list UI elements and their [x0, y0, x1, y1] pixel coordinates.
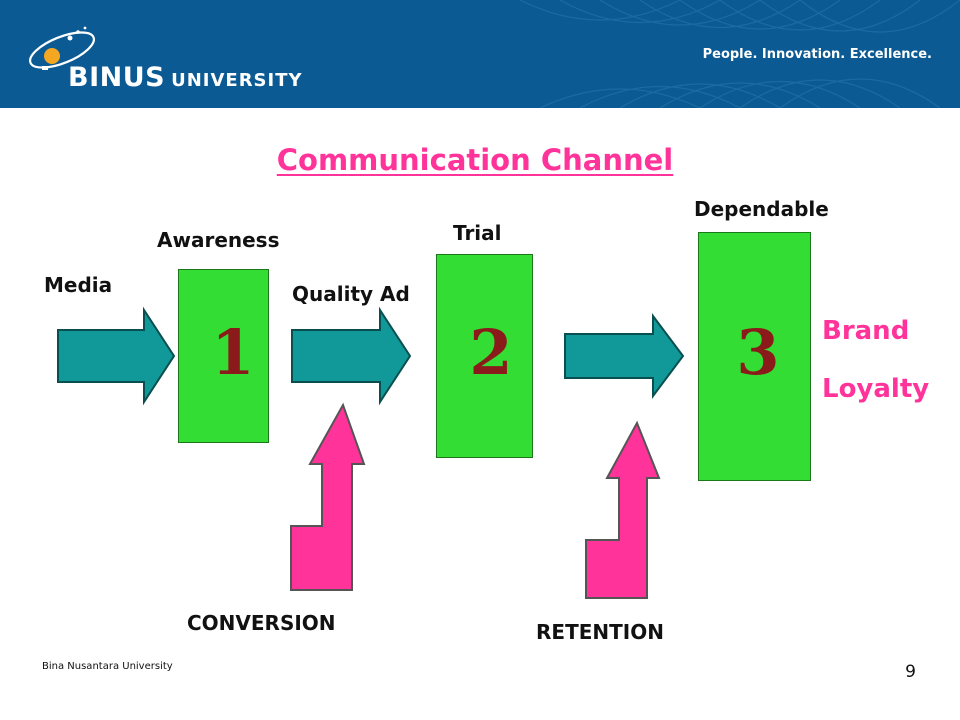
- binus-logo-icon: [29, 26, 95, 70]
- brand-label: Brand: [822, 316, 910, 346]
- media-label: Media: [44, 273, 113, 297]
- stage-number-1: 1: [211, 316, 255, 389]
- page-number: 9: [905, 662, 916, 682]
- footer-institution: Bina Nusantara University: [42, 661, 173, 672]
- media-arrow: [57, 306, 176, 406]
- stage-number-2: 2: [469, 316, 513, 389]
- header-wave-pattern: [519, 0, 960, 108]
- trial-label: Trial: [453, 221, 502, 245]
- header-tagline: People. Innovation. Excellence.: [702, 47, 932, 62]
- logo-text: BINUS: [68, 62, 166, 93]
- slide-title: Communication Channel: [276, 143, 674, 177]
- stage-box-2: [436, 254, 533, 458]
- trial-to-dependable-arrow: [564, 313, 685, 399]
- loyalty-label: Loyalty: [822, 374, 930, 404]
- logo-subtext: UNIVERSITY: [171, 70, 303, 91]
- quality-ad-label: Quality Ad: [292, 282, 410, 306]
- conversion-arrow: [290, 402, 366, 591]
- quality-ad-arrow: [291, 306, 412, 406]
- stage-number-3: 3: [736, 316, 780, 389]
- awareness-label: Awareness: [157, 228, 280, 252]
- stage-box-1: [178, 269, 269, 443]
- retention-label: RETENTION: [536, 620, 664, 644]
- dependable-label: Dependable: [694, 197, 829, 221]
- conversion-label: CONVERSION: [187, 611, 336, 635]
- stage-box-3: [698, 232, 811, 481]
- retention-arrow: [585, 420, 661, 599]
